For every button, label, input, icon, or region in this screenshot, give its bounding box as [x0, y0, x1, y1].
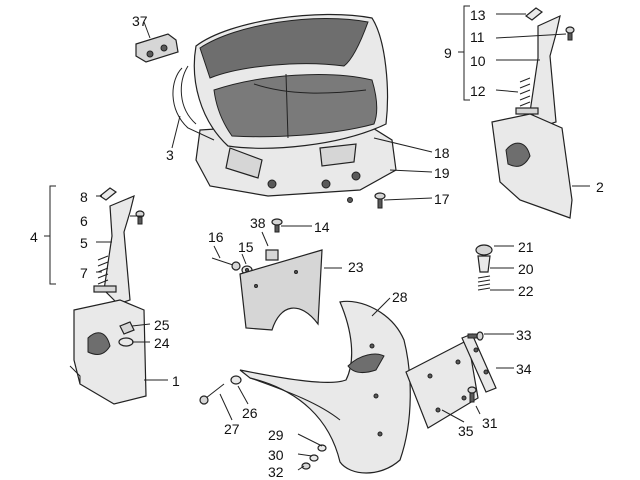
part-31-screw — [467, 386, 477, 403]
part-13-pad — [524, 7, 544, 21]
callout-6: 6 — [80, 213, 88, 229]
callout-30: 30 — [268, 447, 284, 463]
callout-8: 8 — [80, 189, 88, 205]
part-37-clip — [135, 33, 179, 63]
part-10-hinge — [529, 14, 561, 127]
part-27-bolt — [199, 383, 225, 405]
part-35-plate-bracket — [405, 339, 479, 429]
callout-7: 7 — [80, 265, 88, 281]
callout-35: 35 — [458, 423, 474, 439]
callout-23: 23 — [348, 259, 364, 275]
callout-32: 32 — [268, 464, 284, 480]
part-24-washer — [118, 337, 134, 347]
callout-13: 13 — [470, 7, 486, 23]
group-bracket-4 — [44, 185, 56, 285]
callout-25: 25 — [154, 317, 170, 333]
callout-14: 14 — [314, 219, 330, 235]
callout-17: 17 — [434, 191, 450, 207]
callout-31: 31 — [482, 415, 498, 431]
callout-37: 37 — [132, 13, 148, 29]
callout-10: 10 — [470, 53, 486, 69]
part-23-plate — [239, 249, 323, 331]
callout-9: 9 — [444, 45, 452, 61]
group-bracket-9 — [458, 5, 470, 101]
leader-lines — [96, 13, 590, 471]
part-32-nut — [301, 462, 311, 470]
part-29-washer — [317, 444, 327, 452]
part-14-screw — [271, 218, 283, 233]
part-17-screw — [374, 192, 386, 209]
callout-24: 24 — [154, 335, 170, 351]
part-38-clip-nut — [265, 249, 279, 261]
part-2-right-panel — [491, 113, 573, 219]
part-25-nut — [119, 321, 135, 335]
callout-3: 3 — [166, 147, 174, 163]
callout-28: 28 — [392, 289, 408, 305]
callout-4: 4 — [30, 229, 38, 245]
callout-16: 16 — [208, 229, 224, 245]
part-20-pin — [477, 255, 491, 273]
part-28-mudguard — [239, 300, 411, 474]
part-8-pad — [98, 187, 118, 201]
callout-12: 12 — [470, 83, 486, 99]
part-22-spring — [477, 275, 491, 291]
part-26-washer — [230, 375, 242, 385]
callout-15: 15 — [238, 239, 254, 255]
callout-26: 26 — [242, 405, 258, 421]
callout-38: 38 — [250, 215, 266, 231]
part-21-cap — [475, 244, 493, 256]
callout-33: 33 — [516, 327, 532, 343]
part-16-bolt — [211, 257, 241, 271]
callout-5: 5 — [80, 235, 88, 251]
callout-19: 19 — [434, 165, 450, 181]
part-33-screw — [467, 331, 484, 341]
callout-34: 34 — [516, 361, 532, 377]
part-1-left-panel — [69, 299, 147, 405]
callout-1: 1 — [172, 373, 180, 389]
part-3-top-case — [172, 13, 397, 203]
part-7-spring — [93, 255, 117, 293]
callout-21: 21 — [518, 239, 534, 255]
part-30-washer — [309, 454, 319, 462]
callout-labels: 37 3 18 19 17 38 14 16 15 23 28 8 6 4 5 … — [30, 7, 604, 480]
part-5-hinge — [103, 194, 135, 305]
callout-29: 29 — [268, 427, 284, 443]
part-6-screw — [135, 210, 145, 225]
callout-22: 22 — [518, 283, 534, 299]
callout-18: 18 — [434, 145, 450, 161]
callout-11: 11 — [470, 29, 485, 45]
callout-27: 27 — [224, 421, 240, 437]
part-11-screw — [565, 26, 575, 41]
part-12-spring — [515, 77, 539, 115]
callout-2: 2 — [596, 179, 604, 195]
callout-20: 20 — [518, 261, 534, 277]
